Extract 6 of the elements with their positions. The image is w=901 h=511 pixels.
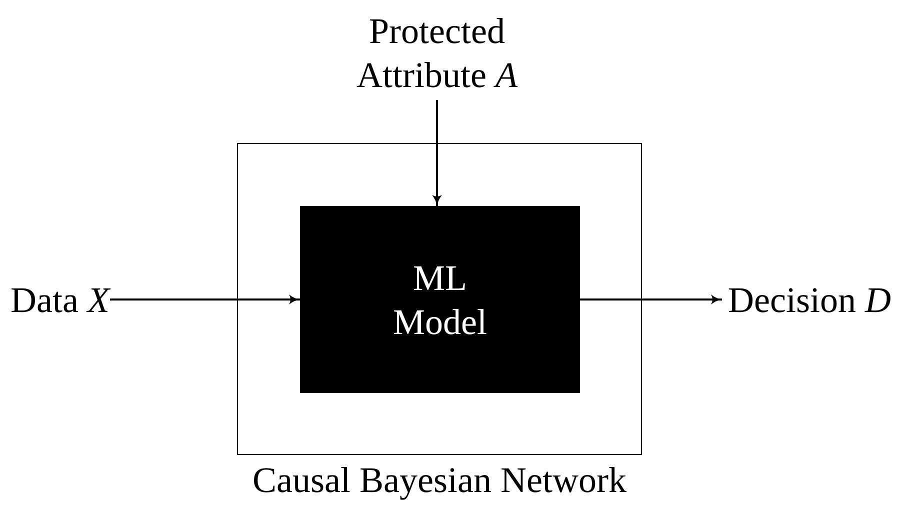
model-label: ML Model [392, 256, 488, 344]
node-label: Data X [10, 278, 110, 322]
container-caption: Causal Bayesian Network [252, 459, 626, 502]
node-label: Protected Attribute A [356, 10, 518, 96]
node-label: Decision D [728, 278, 891, 322]
model-box [300, 206, 580, 393]
